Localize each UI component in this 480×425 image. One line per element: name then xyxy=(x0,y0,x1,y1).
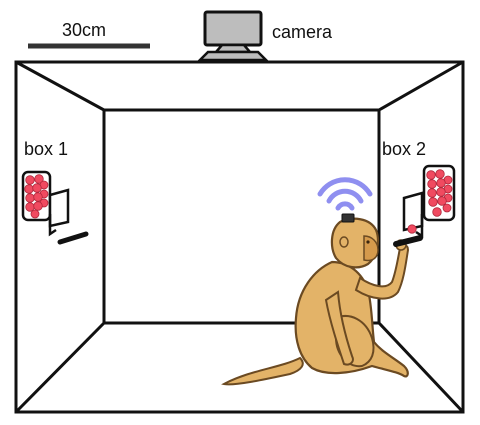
headstage-device xyxy=(341,213,355,223)
box2-label: box 2 xyxy=(382,139,426,159)
room-edge-top-right xyxy=(378,60,464,112)
room-edge-top-left xyxy=(15,60,105,112)
room-edge-bottom-right xyxy=(377,321,465,414)
box1-door-flap xyxy=(48,188,70,228)
room xyxy=(14,60,465,414)
camera-icon xyxy=(196,10,270,62)
room-back-wall xyxy=(102,108,381,325)
box1-lever xyxy=(57,231,89,245)
scale-bar-label: 30cm xyxy=(62,20,106,40)
box1-label: box 1 xyxy=(24,139,68,159)
wifi-signal-icon xyxy=(317,177,373,211)
reward-ball xyxy=(407,224,417,234)
room-outer-frame xyxy=(14,60,465,414)
box1-balls xyxy=(24,174,49,219)
scale-bar: 30cm xyxy=(28,20,150,49)
box2-door-flap xyxy=(402,191,424,232)
box2-lever xyxy=(393,235,423,247)
room-edge-bottom-left xyxy=(14,321,106,414)
monkey-ear xyxy=(339,236,349,248)
box2-dispenser xyxy=(402,164,456,239)
box1-dispenser xyxy=(21,170,89,245)
monkey-eye xyxy=(366,240,370,244)
box2-balls xyxy=(426,169,453,217)
monkey xyxy=(221,213,410,386)
monkey-left-arm xyxy=(324,290,354,366)
monkey-tail xyxy=(221,356,304,386)
camera-label: camera xyxy=(272,22,333,42)
